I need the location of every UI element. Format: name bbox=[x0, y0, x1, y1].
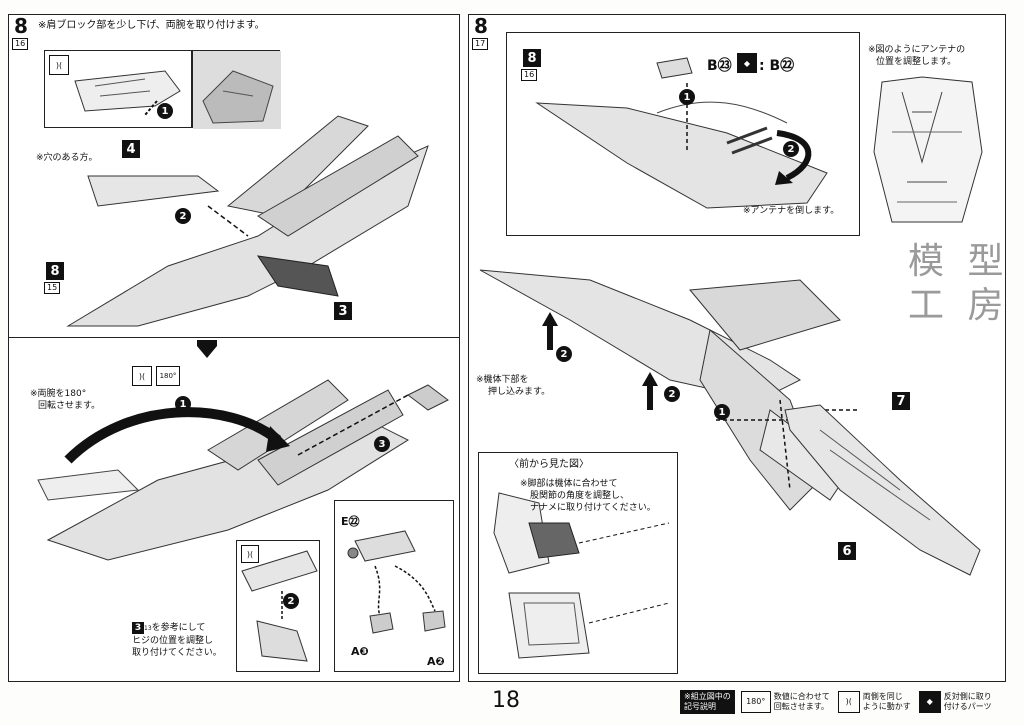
symbol-legend: ※組立図中の 記号説明 180° 数値に合わせて 回転させます。 )( 両側を同… bbox=[680, 688, 992, 716]
sub-step-number: 17 bbox=[472, 38, 489, 50]
legend-opposite-line1: 反対側に取り bbox=[943, 692, 992, 701]
legend-both-line2: ように動かす bbox=[862, 702, 911, 711]
step-badge: 1 bbox=[714, 404, 730, 420]
push-note-line2: 押し込みます。 bbox=[488, 387, 551, 397]
panel-divider bbox=[9, 337, 459, 338]
step-badge: 1 bbox=[679, 89, 695, 105]
aircraft-leg-attach-drawing bbox=[479, 269, 860, 511]
legend-opposite-text: 反対側に取り 付けるパーツ bbox=[944, 692, 992, 712]
part-7-label: 7 bbox=[892, 392, 910, 410]
step-number: 8 bbox=[14, 14, 28, 38]
shoulder-detail-inset: )( 1 bbox=[44, 50, 192, 128]
elbow-note-line2: ヒジの位置を調整し bbox=[132, 636, 214, 646]
down-arrow-icon bbox=[197, 340, 217, 358]
leg-note-line2: 股関節の角度を調整し、 bbox=[530, 491, 630, 501]
part-6-label: 6 bbox=[838, 542, 856, 560]
step-badge: 1 bbox=[157, 103, 173, 119]
nose-antenna-drawing bbox=[535, 57, 828, 209]
step-badge: 2 bbox=[783, 141, 799, 157]
ref-step-label: 8 bbox=[523, 49, 541, 67]
legend-both-text: 両側を同じ ように動かす bbox=[863, 692, 911, 712]
ref-sub-label: 15 bbox=[44, 282, 61, 294]
hand-assembly-inset: E㉒ A❸ A❷ bbox=[334, 500, 454, 672]
elbow-note-line1: を参考にして bbox=[151, 623, 206, 633]
antenna-fold-note: ※アンテナを倒します。 bbox=[743, 206, 840, 216]
top-instruction: ※肩ブロック部を少し下げ、両腕を取り付けます。 bbox=[38, 20, 265, 31]
elbow-ref-num: 3 bbox=[132, 622, 144, 634]
elbow-ref-sub: 13 bbox=[144, 625, 152, 632]
antenna-note-line1: ※図のようにアンテナの bbox=[868, 45, 966, 55]
leg-part-7-drawing bbox=[784, 404, 981, 576]
leg-note-line3: ナナメに取り付けてください。 bbox=[530, 503, 656, 513]
legend-title: ※組立図中の 記号説明 bbox=[680, 690, 735, 714]
rotate-180-icon: 180° bbox=[156, 366, 180, 386]
part-3-label: 3 bbox=[334, 302, 352, 320]
legend-opposite-line2: 付けるパーツ bbox=[943, 702, 992, 711]
aircraft-arm-attach-drawing bbox=[66, 115, 429, 327]
b23-part-label: B㉓ bbox=[707, 58, 732, 74]
part-4-label: 4 bbox=[122, 140, 140, 158]
leg-note-line1: ※脚部は機体に合わせて bbox=[520, 479, 618, 489]
watermark-line1: 模 型 bbox=[908, 241, 1010, 282]
part-a3-label: A❸ bbox=[351, 645, 369, 658]
rotate-note-line2: 回転させます。 bbox=[38, 401, 101, 411]
elbow-drawing bbox=[241, 550, 318, 662]
both-sides-icon: )( bbox=[241, 545, 259, 563]
step-number: 8 bbox=[474, 14, 488, 38]
aircraft-arm-rotate-drawing bbox=[37, 379, 449, 561]
rotate-180-icon: 180° bbox=[740, 691, 771, 713]
legend-rotate-text: 数値に合わせて 回転させます。 bbox=[774, 692, 830, 712]
step-badge: 2 bbox=[283, 593, 299, 609]
step-badge: 1 bbox=[175, 396, 191, 412]
both-sides-icon: )( bbox=[132, 366, 152, 386]
legend-title-line2: 記号説明 bbox=[684, 702, 716, 711]
watermark: 模 型 工 房 bbox=[908, 240, 1009, 328]
ref-step-label: 8 bbox=[46, 262, 64, 280]
part-e-label: E㉒ bbox=[341, 515, 360, 528]
step-badge: 2 bbox=[664, 386, 680, 402]
legend-title-line1: ※組立図中の bbox=[684, 692, 731, 701]
front-view-inset: 〈前から見た図〉 bbox=[478, 452, 678, 674]
ref-sub-label: 16 bbox=[521, 69, 538, 81]
shoulder-drawing bbox=[74, 70, 181, 116]
hole-note: ※穴のある方。 bbox=[36, 153, 98, 163]
legend-both-line1: 両側を同じ bbox=[862, 692, 903, 701]
hand-drawing bbox=[347, 530, 446, 634]
step-badge: 3 bbox=[374, 436, 390, 452]
watermark-line2: 工 房 bbox=[908, 285, 1010, 326]
legend-rotate-line2: 回転させます。 bbox=[773, 702, 829, 711]
b22-part-label: : B㉒ bbox=[759, 58, 795, 74]
shoulder-closeup-drawing bbox=[193, 51, 281, 129]
antenna-note-line2: 位置を調整します。 bbox=[876, 57, 957, 67]
front-view-title: 〈前から見た図〉 bbox=[509, 459, 589, 470]
antenna-top-view-drawing bbox=[873, 76, 983, 223]
step-badge: 2 bbox=[175, 208, 191, 224]
opposite-side-icon: ◆ bbox=[737, 53, 757, 73]
page-number: 18 bbox=[492, 688, 520, 713]
rotate-note-line1: ※両腕を180° bbox=[30, 389, 87, 399]
both-sides-icon: )( bbox=[49, 55, 69, 75]
sub-step-number: 16 bbox=[12, 38, 29, 50]
step-badge: 2 bbox=[556, 346, 572, 362]
elbow-detail-inset: )( 2 bbox=[236, 540, 320, 672]
front-view-drawing bbox=[493, 492, 670, 659]
both-sides-icon: )( bbox=[837, 691, 860, 713]
elbow-note-line3: 取り付けてください。 bbox=[132, 648, 222, 658]
push-note-line1: ※機体下部を bbox=[476, 375, 529, 385]
legend-rotate-line1: 数値に合わせて bbox=[773, 692, 830, 701]
opposite-side-icon: ◆ bbox=[918, 691, 941, 713]
part-a2-label: A❷ bbox=[427, 655, 445, 668]
antenna-detail-inset: 8 16 B㉓ ◆ : B㉒ 1 2 ※アンテナを倒します。 bbox=[506, 32, 860, 236]
shoulder-photo-inset bbox=[192, 50, 281, 129]
